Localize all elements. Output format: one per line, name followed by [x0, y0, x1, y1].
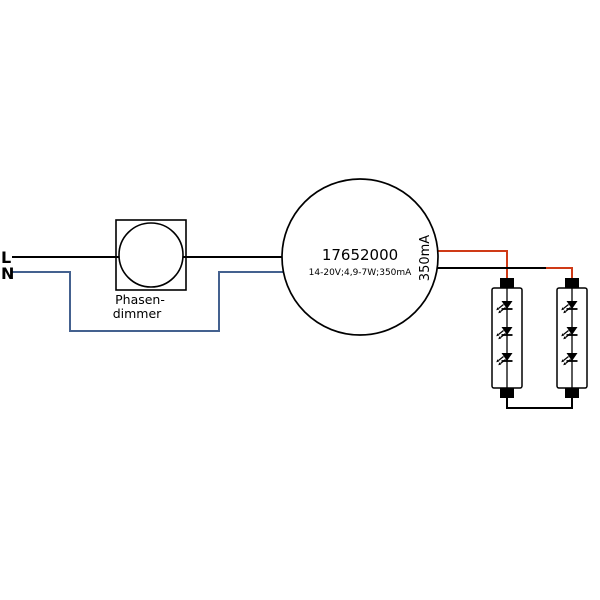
led-module-bottom-connector — [565, 388, 579, 398]
phase-dimmer-knob — [118, 222, 184, 288]
module2-feed-wire — [546, 267, 573, 279]
led-module-top-connector — [500, 278, 514, 288]
neutral-wire — [12, 271, 300, 332]
n-terminal-label: N — [1, 264, 14, 283]
l-terminal-label: L — [1, 248, 11, 267]
bottom-link-wire — [506, 398, 573, 409]
driver-output-positive-wire — [420, 250, 508, 279]
led-module-top-connector — [565, 278, 579, 288]
led-module-2 — [556, 278, 588, 398]
led-driver — [281, 178, 439, 336]
phase-dimmer-box — [115, 219, 187, 291]
led-module-bottom-connector — [500, 388, 514, 398]
driver-output-current-label: 350mA — [418, 235, 433, 281]
phase-dimmer-label-line2: dimmer — [113, 306, 162, 321]
driver-spec: 14-20V;4,9-7W;350mA — [309, 268, 413, 278]
led-module-1 — [491, 278, 523, 398]
driver-part-number: 17652000 — [322, 246, 398, 264]
phase-dimmer-label-line1: Phasen- — [115, 292, 165, 307]
